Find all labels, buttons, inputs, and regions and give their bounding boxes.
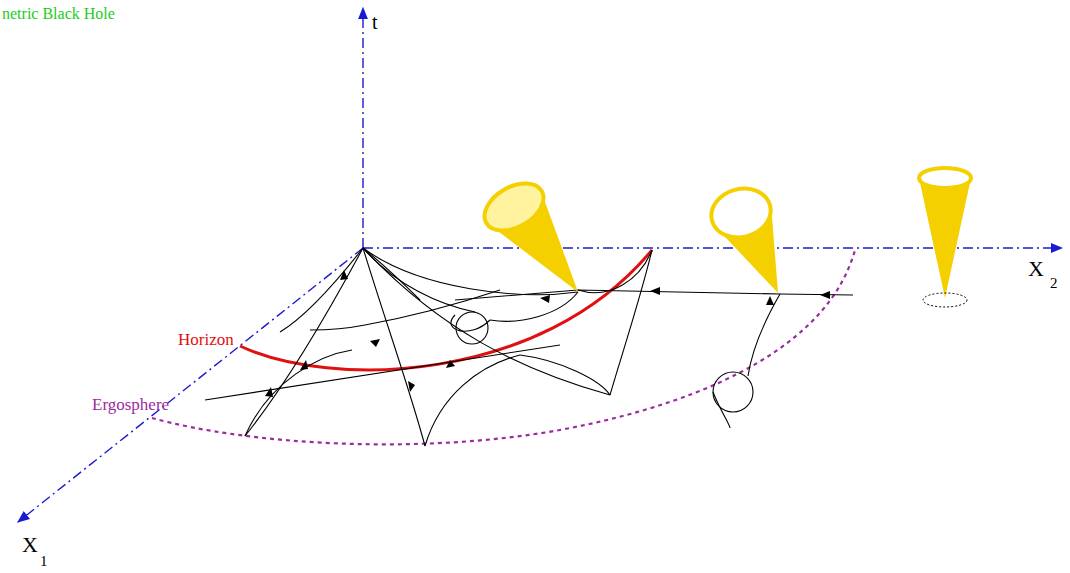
geodesic-arrowheads [265,270,830,397]
axis-label: t [372,12,378,32]
light-cones [476,168,971,307]
horizon-label: Horizon [178,331,234,348]
axis-label: X [22,534,38,556]
geodesics [205,248,853,446]
axis-label: X [1028,258,1044,280]
ergosphere-curve [152,250,855,444]
axis-subscript: 2 [1050,276,1058,291]
horizon-curve [240,250,652,370]
title-fragment: netric Black Hole [2,6,115,22]
axis-subscript: 1 [40,554,48,569]
axes [18,8,1062,522]
ergosphere-label: Ergosphere [92,396,169,413]
